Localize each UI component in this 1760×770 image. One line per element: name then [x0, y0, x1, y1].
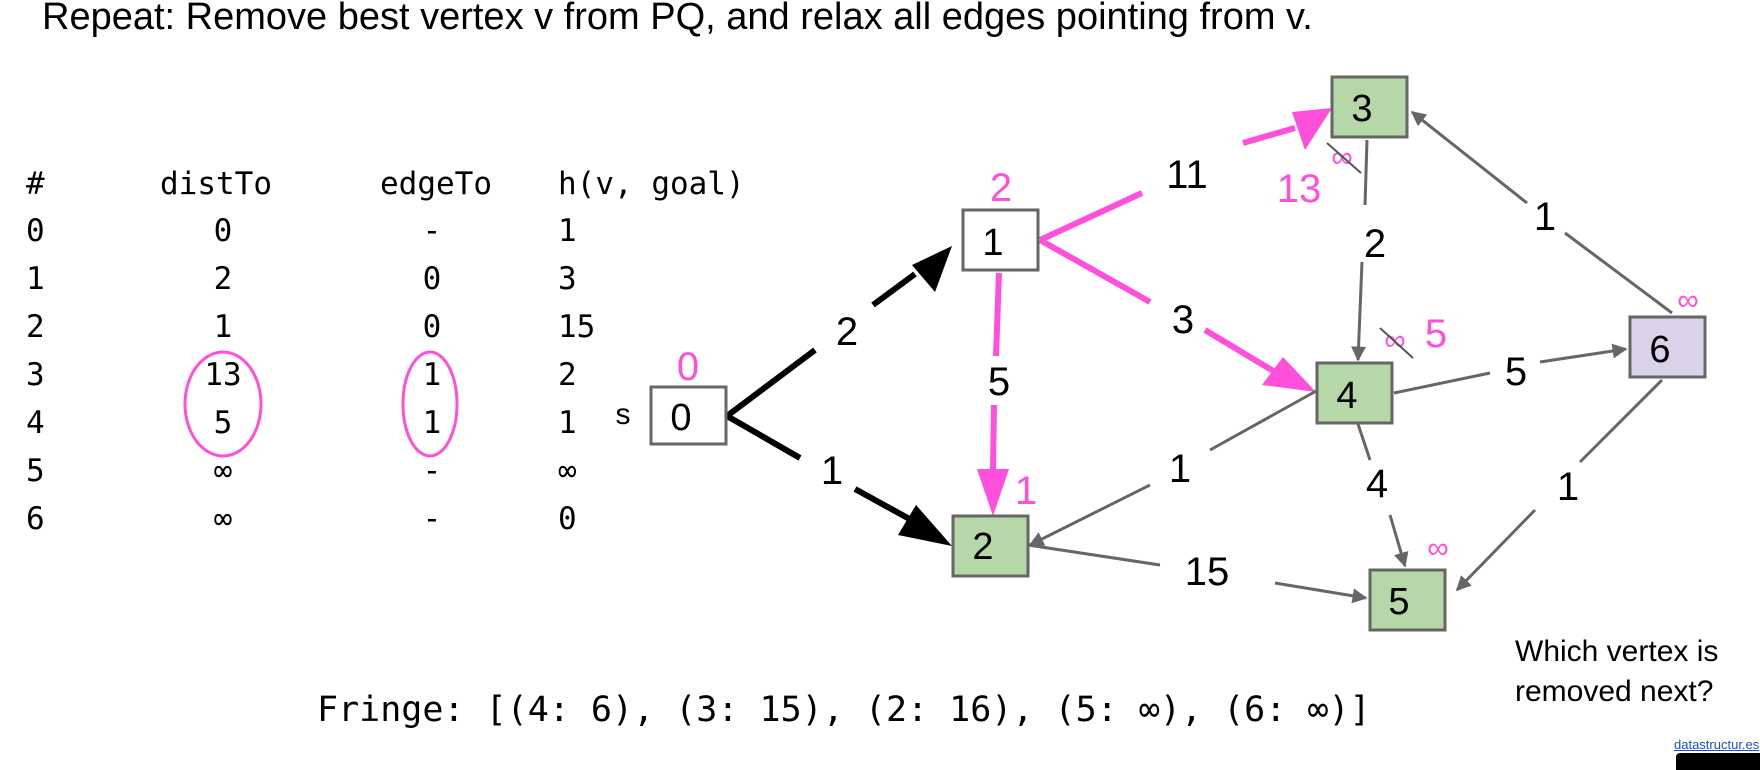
question-line-2: removed next?: [1515, 675, 1714, 708]
strike-old-dist-3: [1326, 142, 1362, 174]
edge-weight-4-6: 5: [1505, 350, 1527, 394]
table-cell-vertex: 6: [26, 501, 45, 537]
strike-old-dist-4: [1379, 327, 1414, 359]
table-cell-vertex: 1: [26, 261, 45, 297]
table-cell-heuristic: 0: [558, 501, 577, 537]
edge-weight-2-5: 15: [1185, 550, 1230, 594]
table-cell-heuristic: 15: [558, 309, 596, 345]
table-cell-edgeto: 1: [422, 357, 442, 393]
edge-1-3: [1038, 108, 1332, 243]
edge-6-3: [1410, 110, 1673, 315]
edge-1-2: [977, 272, 1009, 516]
svg-text:1: 1: [982, 222, 1003, 264]
question-line-1: Which vertex is: [1515, 635, 1719, 668]
node-5: 5: [1368, 568, 1447, 632]
table-header-edgeto: edgeTo: [380, 166, 492, 202]
dist-label-6: ∞: [1677, 284, 1698, 317]
node-3: 3: [1330, 75, 1409, 139]
node-1: 1: [961, 208, 1040, 272]
question-text: Which vertex is removed next?: [1515, 632, 1718, 712]
edge-weight-1-3: 11: [1166, 153, 1208, 197]
table-cell-heuristic: 2: [558, 357, 577, 393]
table-cell-edgeto: 0: [422, 261, 442, 297]
edge-weight-1-2: 5: [988, 360, 1010, 404]
table-cell-edgeto: 0: [422, 309, 442, 345]
edge-weight-0-2: 1: [821, 449, 843, 493]
svg-text:6: 6: [1649, 329, 1670, 371]
edge-weight-6-3: 1: [1534, 195, 1556, 239]
table-cell-distto: ∞: [213, 453, 233, 489]
node-2: 2: [951, 514, 1030, 578]
edge-2-5: [1027, 543, 1368, 604]
edge-1-4: [1038, 237, 1316, 392]
table-header-vertex: #: [26, 166, 45, 202]
cc-license-badge: [1676, 753, 1760, 770]
table-cell-distto: ∞: [213, 501, 233, 537]
edge-6-5: [1455, 378, 1664, 592]
svg-text:3: 3: [1351, 88, 1372, 130]
dist-label-0: 0: [677, 345, 699, 389]
fringe-text: Fringe: [(4: 6), (3: 15), (2: 16), (5: ∞…: [317, 690, 1371, 730]
svg-text:0: 0: [670, 397, 691, 439]
table-cell-vertex: 3: [26, 357, 45, 393]
highlight-oval-edgeto: [401, 350, 459, 458]
table-header-heuristic: h(v, goal): [558, 166, 745, 202]
table-cell-distto: 1: [213, 309, 233, 345]
table-cell-edgeto: -: [422, 213, 442, 249]
source-label: s: [616, 398, 631, 431]
edge-0-2: [725, 413, 952, 546]
node-0: 0: [649, 385, 728, 446]
table-cell-vertex: 5: [26, 453, 45, 489]
svg-text:4: 4: [1336, 375, 1357, 417]
highlight-oval-distto: [183, 350, 263, 458]
table-cell-distto: 5: [213, 405, 233, 441]
dist-label-4: 5: [1425, 312, 1447, 356]
node-4: 4: [1315, 361, 1394, 425]
table-cell-vertex: 0: [26, 213, 45, 249]
dist-label-1: 2: [990, 166, 1012, 210]
edge-weight-4-2: 1: [1169, 447, 1191, 491]
table-cell-distto: 13: [204, 357, 242, 393]
table-cell-vertex: 4: [26, 405, 45, 441]
table-cell-heuristic: 1: [558, 213, 577, 249]
edge-4-5: [1356, 423, 1409, 568]
dist-label-3: 13: [1277, 167, 1322, 211]
svg-text:2: 2: [972, 526, 993, 568]
node-6: 6: [1628, 315, 1707, 379]
dist-label-2: 1: [1015, 469, 1037, 513]
table-cell-heuristic: 1: [558, 405, 577, 441]
table-cell-heuristic: 3: [558, 261, 577, 297]
slide-title: Repeat: Remove best vertex v from PQ, an…: [42, 0, 1313, 38]
edge-weight-4-5: 4: [1366, 462, 1388, 506]
edge-0-1: [725, 246, 952, 419]
edge-weight-3-4: 2: [1364, 222, 1386, 266]
edge-weight-6-5: 1: [1557, 465, 1579, 509]
table-cell-distto: 2: [213, 261, 233, 297]
table-header-distto: distTo: [160, 166, 272, 202]
dist-label-5: ∞: [1427, 532, 1448, 565]
edge-weight-0-1: 2: [836, 310, 858, 354]
table-cell-edgeto: 1: [422, 405, 442, 441]
credit-link[interactable]: datastructur.es: [1674, 737, 1760, 752]
edge-4-6: [1393, 343, 1628, 395]
table-cell-heuristic: ∞: [558, 453, 577, 489]
table-cell-vertex: 2: [26, 309, 45, 345]
svg-text:5: 5: [1388, 581, 1409, 623]
edge-3-4: [1351, 139, 1369, 362]
table-cell-edgeto: -: [422, 453, 442, 489]
table-cell-edgeto: -: [422, 501, 442, 537]
edge-weight-1-4: 3: [1172, 298, 1194, 342]
table-cell-distto: 0: [213, 213, 233, 249]
edge-4-2: [1028, 388, 1319, 547]
